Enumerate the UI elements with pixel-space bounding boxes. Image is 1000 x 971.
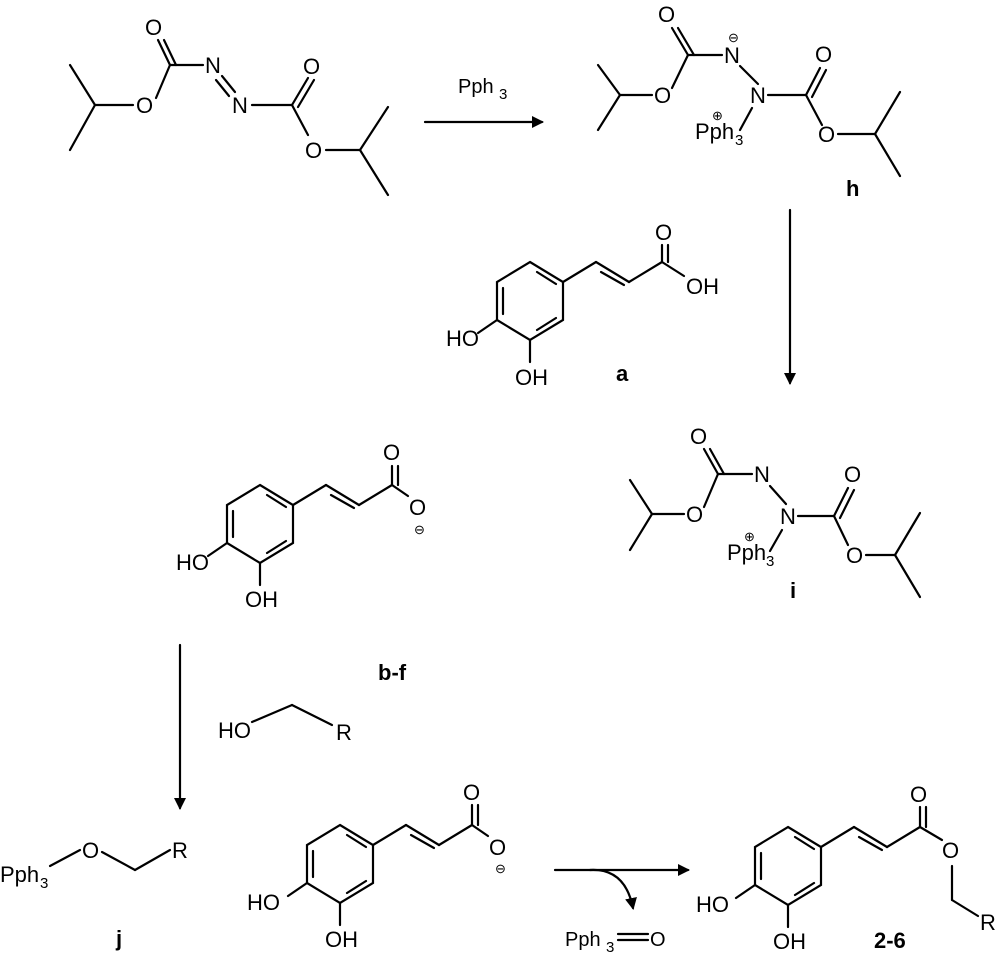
alcohol-structure: HO R xyxy=(218,703,352,745)
svg-text:3: 3 xyxy=(40,875,48,892)
svg-text:⊖: ⊖ xyxy=(414,522,425,537)
svg-text:N: N xyxy=(232,93,248,118)
svg-text:⊕: ⊕ xyxy=(744,529,755,544)
phosphonium-i-structure: O O N N O O Pph 3 ⊕ xyxy=(628,424,922,599)
svg-text:O: O xyxy=(658,2,675,27)
svg-text:OH: OH xyxy=(773,929,806,954)
svg-text:R: R xyxy=(980,910,996,935)
svg-text:HO: HO xyxy=(218,718,251,743)
svg-text:O: O xyxy=(303,54,320,79)
label-a: a xyxy=(616,361,629,386)
label-h: h xyxy=(846,176,859,201)
triphenylphosphine-oxide: Pph 3 O xyxy=(565,929,666,956)
svg-text:HO: HO xyxy=(696,892,729,917)
svg-text:N: N xyxy=(780,504,796,529)
svg-text:O: O xyxy=(145,15,162,40)
svg-text:OH: OH xyxy=(515,365,548,390)
svg-text:Pph: Pph xyxy=(565,929,601,951)
svg-text:O: O xyxy=(305,138,322,163)
svg-text:R: R xyxy=(172,838,188,863)
svg-text:O: O xyxy=(690,424,707,449)
svg-text:⊖: ⊖ xyxy=(495,861,506,876)
svg-text:O: O xyxy=(383,440,400,465)
svg-text:O: O xyxy=(910,782,927,807)
diad-structure: O O N N O O xyxy=(68,15,390,197)
svg-text:O: O xyxy=(818,122,835,147)
svg-text:OH: OH xyxy=(686,274,719,299)
svg-text:O: O xyxy=(844,462,861,487)
alkoxyphosphonium-j-structure: Pph 3 O R xyxy=(0,838,188,892)
svg-text:N: N xyxy=(750,83,766,108)
reagent-label: Pph xyxy=(458,76,494,98)
svg-text:O: O xyxy=(686,502,703,527)
svg-text:N: N xyxy=(754,462,770,487)
product-ester-structure: O O R HO OH xyxy=(696,782,996,954)
svg-text:OH: OH xyxy=(245,587,278,612)
svg-text:O: O xyxy=(489,835,506,860)
svg-text:HO: HO xyxy=(176,550,209,575)
svg-text:N: N xyxy=(724,43,740,68)
label-b-f: b-f xyxy=(378,660,407,685)
svg-text:O: O xyxy=(654,83,671,108)
svg-text:O: O xyxy=(655,220,672,245)
svg-text:O: O xyxy=(815,42,832,67)
svg-text:O: O xyxy=(942,838,959,863)
svg-text:Pph: Pph xyxy=(695,119,734,144)
caffeic-acid-structure: O OH HO OH xyxy=(446,220,719,390)
svg-text:OH: OH xyxy=(325,927,358,952)
svg-text:R: R xyxy=(336,720,352,745)
svg-text:HO: HO xyxy=(446,326,479,351)
label-i: i xyxy=(790,578,796,603)
svg-text:⊖: ⊖ xyxy=(728,30,739,45)
label-j: j xyxy=(115,926,122,951)
svg-text:Pph: Pph xyxy=(727,540,766,565)
svg-text:N: N xyxy=(205,53,221,78)
caffeate-anion-bottom-structure: O O ⊖ HO OH xyxy=(247,780,506,952)
svg-text:O: O xyxy=(82,838,99,863)
svg-text:3: 3 xyxy=(766,553,774,570)
arrow-byproduct xyxy=(588,868,637,910)
label-2-6: 2-6 xyxy=(874,928,906,953)
caffeate-anion-structure: O O ⊖ HO OH xyxy=(176,440,426,612)
svg-text:⊕: ⊕ xyxy=(712,108,723,123)
svg-text:O: O xyxy=(136,93,153,118)
svg-text:3: 3 xyxy=(606,939,614,956)
svg-text:O: O xyxy=(846,543,863,568)
svg-text:Pph: Pph xyxy=(0,862,39,887)
svg-text:3: 3 xyxy=(735,132,743,149)
svg-text:O: O xyxy=(463,780,480,805)
betaine-h-structure: O O N ⊖ N O O Pph 3 ⊕ xyxy=(596,2,902,178)
svg-text:HO: HO xyxy=(247,890,280,915)
reagent-subscript: 3 xyxy=(499,86,507,103)
svg-text:O: O xyxy=(650,929,666,951)
svg-text:O: O xyxy=(409,495,426,520)
